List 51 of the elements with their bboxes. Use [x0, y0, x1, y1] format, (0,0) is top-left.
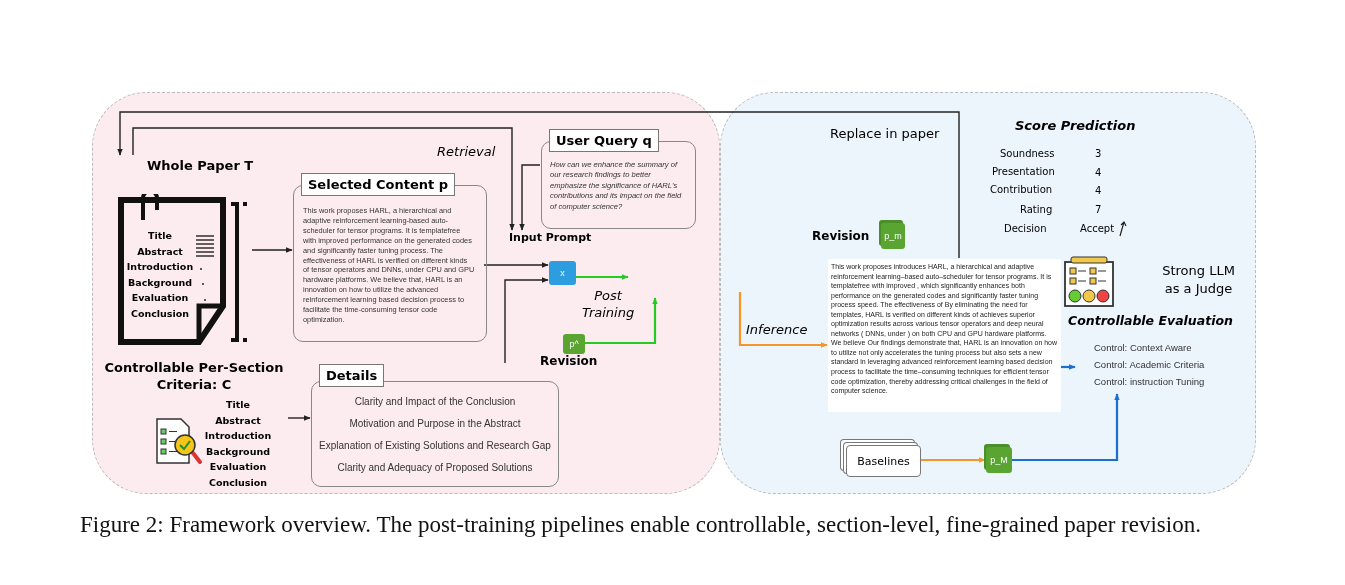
- arrow: [1011, 393, 1120, 462]
- criterion-text: Explanation of Existing Solutions and Research Gap: [318, 440, 552, 451]
- arrow: [584, 297, 658, 345]
- revision-label: Revision: [812, 229, 871, 243]
- section-list: Title Abstract Introduction Background Evaluation Conclusion: [203, 397, 273, 491]
- judge-label: Strong LLM as a Judge: [1161, 262, 1236, 298]
- arrow: [920, 457, 986, 463]
- arrow: [251, 247, 293, 253]
- document-title: Whole Paper T: [147, 158, 255, 173]
- score-value: 4: [1095, 185, 1102, 196]
- control-item: Control: instruction Tuning: [1094, 376, 1205, 387]
- arrow: [117, 111, 960, 259]
- control-item: Control: Context Aware: [1094, 342, 1192, 353]
- edge-label: Post Training: [582, 287, 634, 321]
- score-value: 3: [1095, 148, 1102, 159]
- box-title: Selected Content p: [301, 173, 456, 196]
- edge-label: Replace in paper: [830, 126, 940, 141]
- arrow: [132, 127, 515, 231]
- criterion-text: Motivation and Purpose in the Abstract: [348, 418, 522, 429]
- control-item: Control: Academic Criteria: [1094, 359, 1205, 370]
- score-name: Soundness: [1000, 148, 1055, 159]
- arrow: [483, 262, 549, 268]
- evaluation-title: Controllable Evaluation: [1068, 313, 1234, 328]
- variable-tag: p^: [563, 334, 585, 354]
- score-name: Rating: [1020, 204, 1053, 215]
- arrow: [519, 164, 541, 231]
- arrow: [738, 292, 828, 348]
- score-title: Score Prediction: [1015, 118, 1136, 133]
- edge-label: Inference: [746, 322, 808, 337]
- arrow: [1060, 364, 1076, 370]
- score-name: Decision: [1004, 223, 1047, 234]
- criterion-text: Clarity and Adequacy of Proposed Solutions: [336, 462, 534, 473]
- section-list: Title Abstract Introduction Background Evaluation Conclusion: [126, 228, 194, 321]
- box-title: User Query q: [549, 129, 659, 152]
- criterion-text: Clarity and Impact of the Conclusion: [353, 396, 517, 407]
- criteria-title: Controllable Per-Section Criteria: C: [103, 359, 285, 393]
- variable-tag: p_m: [881, 223, 905, 249]
- score-value: 4: [1095, 167, 1102, 178]
- score-name: Presentation: [992, 166, 1055, 177]
- score-name: Contribution: [990, 184, 1053, 195]
- box-title: Details: [319, 364, 385, 387]
- figure-caption: Figure 2: Framework overview. The post-training pipelines enable controllable, section-level, fine-grained paper revision.: [80, 511, 1202, 539]
- score-value: 7: [1095, 204, 1102, 215]
- arrow: [504, 277, 549, 364]
- revision-label: Revision: [540, 354, 599, 368]
- variable-tag: x: [549, 261, 576, 285]
- edge-label: Retrieval: [437, 144, 496, 159]
- score-value: Accept: [1080, 223, 1115, 234]
- arrow: [287, 415, 311, 421]
- variable-tag: p_M: [986, 447, 1012, 473]
- arrow: [575, 274, 629, 280]
